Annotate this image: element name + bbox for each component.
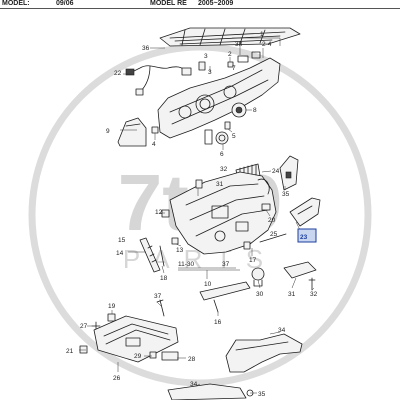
callout-30[interactable]: 30 [256,291,264,298]
part-13-clip[interactable] [171,237,179,245]
callout-10[interactable]: 10 [204,281,212,288]
callout-28[interactable]: 28 [188,356,196,363]
callout-26[interactable]: 26 [113,375,121,382]
part-11-screw[interactable] [195,179,203,189]
model-label: MODEL: [2,0,30,7]
part-18-pin[interactable] [159,245,165,267]
part-26-glovebox-lid[interactable] [93,315,179,363]
callout-36[interactable]: 36 [142,45,150,52]
callout-8[interactable]: 8 [253,107,257,114]
callout-34-upper[interactable]: 34 [278,327,286,334]
callout-16[interactable]: 16 [214,319,222,326]
part-5-clip[interactable] [224,121,231,130]
part-34-knee-panel[interactable] [225,333,303,373]
part-30-bracket[interactable] [251,267,265,287]
part-37-pin[interactable] [156,299,165,317]
callout-5[interactable]: 5 [232,133,236,140]
callout-11-30[interactable]: 11-30 [178,261,195,268]
callout-31-upper[interactable]: 31 [216,181,224,188]
part-32-screw[interactable] [308,277,316,291]
part-33-end-cap[interactable] [289,197,321,227]
part-27-screw[interactable] [91,321,101,331]
header-divider [0,8,400,9]
part-22-wiring-harness[interactable] [125,65,192,96]
part-14-bracket[interactable] [139,237,161,273]
callout-35[interactable]: 35 [282,191,290,198]
callout-15[interactable]: 15 [118,237,126,244]
callout-13[interactable]: 13 [176,247,184,254]
part-9-side-cover[interactable] [117,117,147,147]
callout-37[interactable]: 37 [154,293,162,300]
year-label: MODEL RE [150,0,187,7]
year-value: 2005~2009 [198,0,234,7]
part-21-clip[interactable] [79,345,88,354]
leader-lines [79,37,315,394]
callout-19[interactable]: 19 [108,303,116,310]
callout-23[interactable]: 23 [300,234,308,241]
callout-20[interactable]: 20 [268,217,276,224]
callout-labels: 1 2-4 38 36 22 2 3 3 7 9 4 8 5 6 32 31 2… [66,31,318,398]
part-20-clip[interactable] [261,203,271,211]
callout-35-lower[interactable]: 35 [258,391,266,398]
callout-32[interactable]: 32 [310,291,318,298]
callout-24[interactable]: 24 [272,168,280,175]
callout-38[interactable]: 38 [235,41,243,48]
callout-21[interactable]: 21 [66,348,74,355]
part-17-clip[interactable] [243,241,251,250]
callout-29[interactable]: 29 [134,353,142,360]
part-10-lower-dash-panel[interactable] [169,171,277,255]
part-12-clip[interactable] [161,209,170,218]
part-28-latch[interactable] [161,351,179,361]
callout-3-top[interactable]: 3 [204,53,208,60]
callout-31[interactable]: 31 [288,291,296,298]
callout-6[interactable]: 6 [220,151,224,158]
callout-25[interactable]: 25 [270,231,278,238]
callout-2-4[interactable]: 2-4 [262,41,272,48]
part-8-round-vent[interactable] [231,102,247,118]
callout-32-upper[interactable]: 32 [220,166,228,173]
part-35-side-trim[interactable] [279,155,299,191]
part-31-cover-plate[interactable] [283,261,317,279]
part-upper-dash-trim[interactable] [157,51,281,139]
callout-23-highlight[interactable] [297,228,317,243]
part-4-clip[interactable] [151,126,159,134]
part-6-switch[interactable] [204,129,229,145]
callout-9[interactable]: 9 [106,128,110,135]
callout-2[interactable]: 2 [228,51,232,58]
callout-3[interactable]: 3 [208,69,212,76]
watermark-ring [28,43,372,387]
part-25-rod[interactable] [259,233,287,243]
callout-4[interactable]: 4 [152,141,156,148]
callout-12[interactable]: 12 [155,209,163,216]
callout-22[interactable]: 22 [114,70,122,77]
part-16-release-lever[interactable] [199,281,251,313]
callout-27[interactable]: 27 [80,323,88,330]
callout-34-lower[interactable]: 34 [190,381,198,388]
callout-17[interactable]: 17 [249,257,257,264]
model-value: 09/06 [56,0,74,7]
part-34-lower-trim[interactable] [167,383,247,400]
part-36-defroster-duct[interactable] [159,27,301,47]
part-2-screw[interactable] [227,61,234,68]
part-29-clip[interactable] [149,351,157,359]
callout-7[interactable]: 7 [232,65,236,72]
callout-14[interactable]: 14 [116,250,124,257]
callout-37-range[interactable]: 37 [222,261,230,268]
callout-18[interactable]: 18 [160,275,168,282]
callout-1[interactable]: 1 [260,31,264,38]
part-19-clip[interactable] [107,313,116,322]
part-3-screw[interactable] [198,61,206,71]
